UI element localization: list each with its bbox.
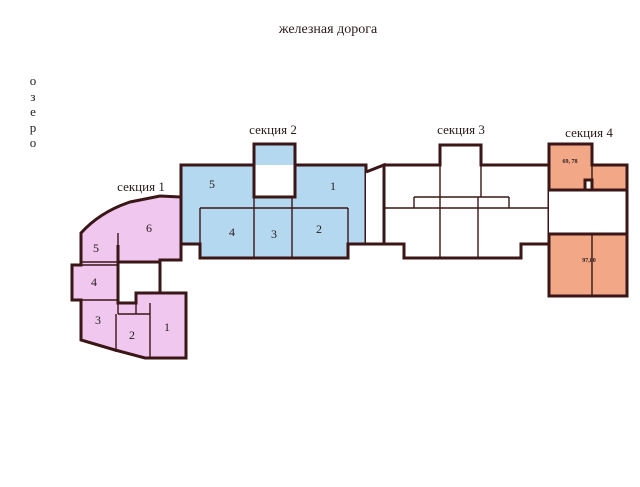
section-1-label: секция 1 [117, 179, 165, 194]
section-2-apt-label: 4 [229, 225, 235, 239]
side-label-letter: о [29, 73, 37, 88]
connector-2-3 [365, 162, 386, 246]
side-label-letter: з [30, 88, 36, 104]
section-3-outline [382, 143, 551, 260]
section-2-apt-label: 2 [316, 222, 322, 236]
section-4-lower-apartment [547, 232, 629, 298]
section-1-partition [72, 233, 151, 358]
section-2-label: секция 2 [249, 122, 297, 137]
section-4-corridor [549, 188, 629, 236]
section-1-apt-label: 3 [95, 313, 101, 327]
section-4-apt-area: 69, 78 [563, 159, 578, 165]
section-2-partition [199, 197, 349, 258]
section-4-apt-area: 97,00 [582, 258, 596, 264]
section-1-block: 6 5 4 3 2 1 [70, 194, 188, 360]
section-2-apt-label: 1 [330, 179, 336, 193]
railway-label: железная дорога [278, 22, 378, 37]
section-1-apt-label: 5 [93, 241, 99, 255]
section-3-partition [384, 145, 549, 258]
side-label-letter: е [30, 104, 36, 119]
section-2-stairwell [252, 165, 297, 199]
section-2-block: 5 1 4 3 2 [179, 142, 368, 260]
side-label-lake: о з е р о [27, 73, 39, 151]
section-2-apt-label: 5 [209, 177, 215, 191]
section-2-apt-label: 3 [271, 227, 277, 241]
section-1-apt-label: 6 [146, 221, 152, 235]
section-1-courtyard [116, 245, 162, 305]
section-1-apt-label: 1 [164, 320, 170, 334]
side-label-letter: р [29, 119, 37, 135]
section-3-label: секция 3 [437, 122, 485, 137]
section-4-upper-apartment [547, 142, 629, 192]
section-1-apt-label: 2 [129, 328, 135, 342]
section-3-block [382, 143, 551, 260]
section-4-label: секция 4 [565, 125, 613, 140]
side-label-letter: о [29, 135, 37, 150]
section-4-block: 69, 78 97,00 [547, 142, 629, 298]
section-1-apt-label: 4 [91, 275, 97, 289]
